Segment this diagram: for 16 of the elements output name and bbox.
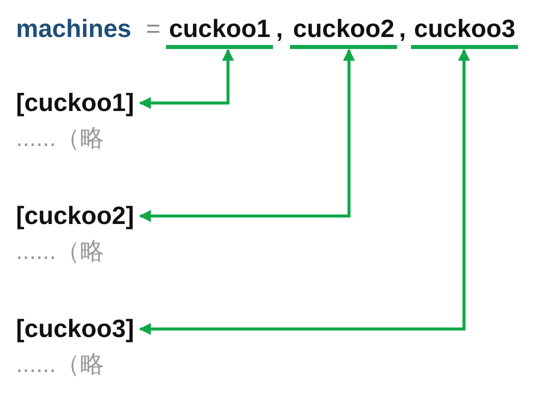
underlined-value: cuckoo3 <box>411 14 518 49</box>
note-text: ......（略 <box>16 350 104 380</box>
underlined-value: cuckoo2 <box>290 14 398 49</box>
note-text: ......（略 <box>16 124 104 154</box>
note-text: ......（略 <box>16 237 104 267</box>
underlined-value: cuckoo1 <box>166 14 274 49</box>
section-heading: [cuckoo1] <box>16 88 134 118</box>
section-heading: [cuckoo2] <box>16 201 134 231</box>
section-heading: [cuckoo3] <box>16 314 134 344</box>
arrow <box>138 48 234 109</box>
comma: , <box>399 14 406 44</box>
equals-sign: = <box>146 14 161 44</box>
variable-name: machines <box>16 14 132 44</box>
comma: , <box>276 14 283 44</box>
arrow <box>138 48 470 335</box>
arrow <box>138 48 355 222</box>
